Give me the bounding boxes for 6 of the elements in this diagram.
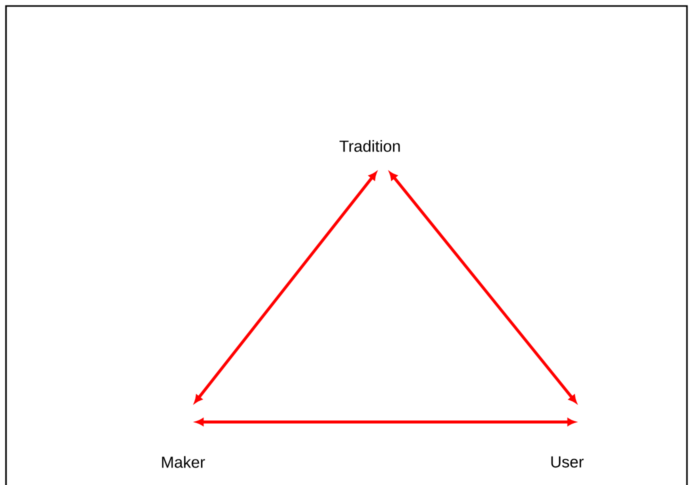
arrow: [389, 172, 577, 404]
arrow: [194, 172, 377, 404]
node-label: Tradition: [340, 140, 400, 152]
node-label: User: [551, 456, 584, 468]
arrow: [196, 418, 576, 426]
node-label: Maker: [162, 456, 205, 468]
